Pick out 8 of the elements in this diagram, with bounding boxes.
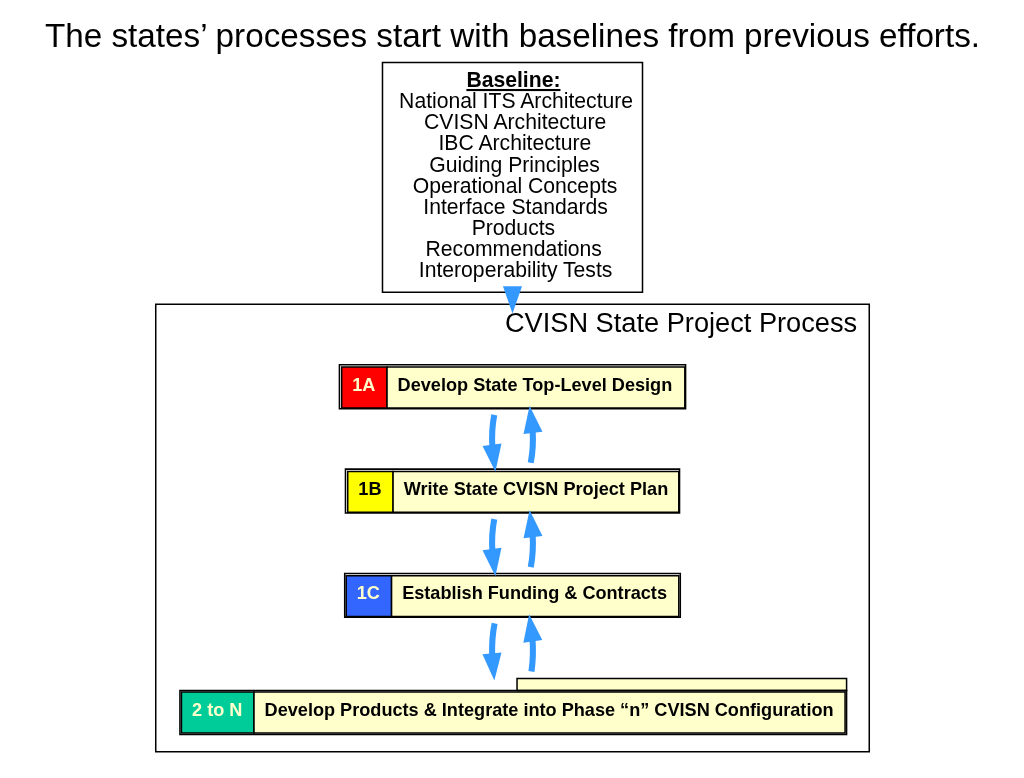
arrow <box>482 414 501 472</box>
arrow <box>523 510 542 568</box>
diagram-title: The states’ processes start with baselines from previous efforts. <box>44 16 980 54</box>
arrow <box>482 518 501 577</box>
arrow <box>481 622 501 681</box>
arrow <box>502 286 522 314</box>
arrow <box>523 405 542 464</box>
arrow <box>522 614 542 672</box>
